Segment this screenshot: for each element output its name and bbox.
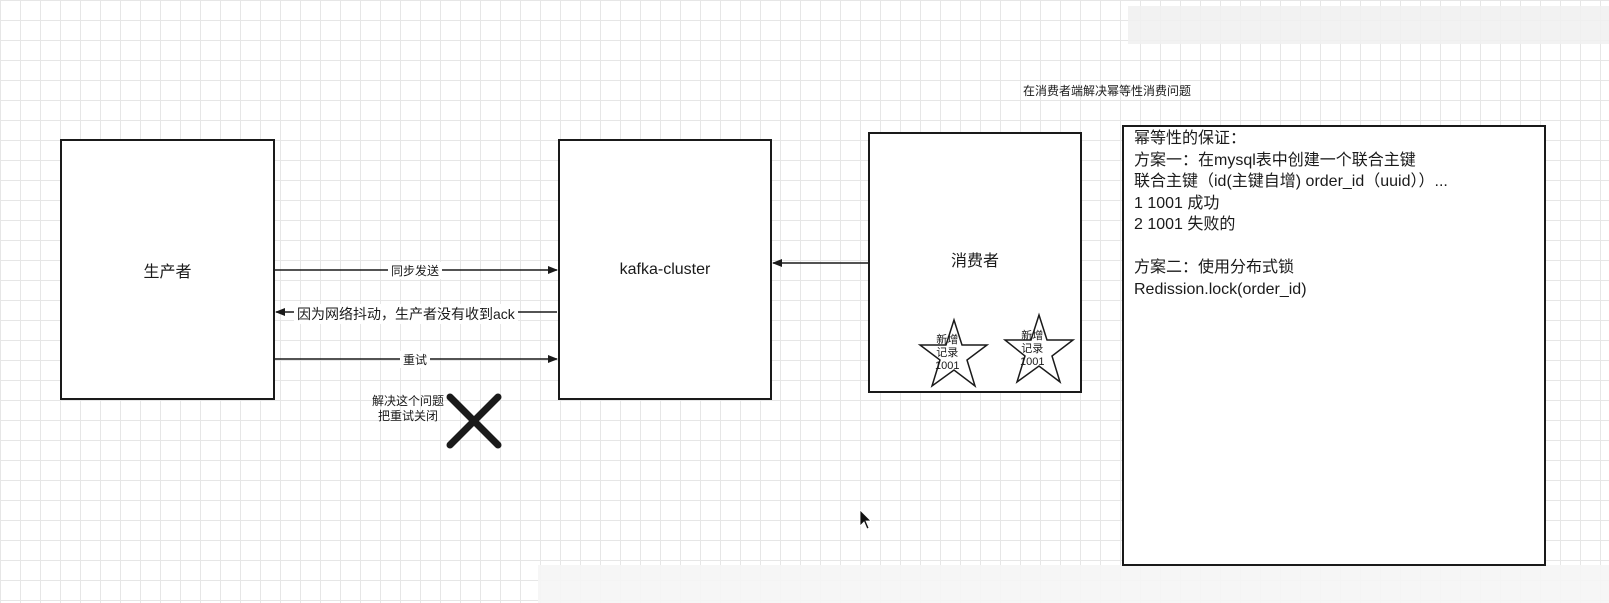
consumer-label: 消费者 — [950, 252, 999, 270]
star-label: 新增 记录 1001 — [1020, 330, 1044, 369]
star-label-line: 新增 — [1021, 330, 1044, 342]
star-label: 新增 记录 1001 — [935, 334, 959, 373]
note-line: Redission.lock(order_id) — [1134, 280, 1307, 298]
bottom-shaded-region — [538, 565, 1609, 603]
star-label-line: 记录 — [1021, 343, 1044, 355]
idempotency-note[interactable]: 幂等性的保证： 方案一：在mysql表中创建一个联合主键 联合主键（id(主键自… — [1122, 125, 1546, 566]
note-line: 方案二：使用分布式锁 — [1134, 259, 1295, 276]
close-icon — [446, 393, 502, 449]
kafka-cluster-label: kafka-cluster — [619, 260, 711, 278]
star-label-line: 1001 — [1020, 356, 1045, 368]
diagram-title: 在消费者端解决幂等性消费问题 — [1023, 84, 1192, 98]
top-shaded-region — [1128, 6, 1609, 44]
star-label-line: 1001 — [935, 360, 960, 372]
note-line: 幂等性的保证： — [1134, 130, 1247, 147]
star-icon — [1002, 312, 1076, 385]
star-icon — [917, 317, 990, 389]
sync-send-label: 同步发送 — [388, 262, 443, 279]
resolution-note: 解决这个问题 把重试关闭 — [372, 394, 444, 424]
network-jitter-label: 因为网络抖动，生产者没有收到ack — [294, 304, 518, 324]
star-label-line: 记录 — [936, 347, 959, 359]
note-line: 2 1001 失败的 — [1134, 216, 1236, 233]
star-label-line: 新增 — [936, 334, 959, 346]
note-line: 1 1001 成功 — [1134, 194, 1220, 212]
retry-label: 重试 — [400, 351, 431, 368]
resolution-note-line: 解决这个问题 — [372, 394, 445, 408]
producer-label: 生产者 — [143, 263, 192, 281]
kafka-cluster-node[interactable]: kafka-cluster — [558, 139, 772, 400]
resolution-note-line: 把重试关闭 — [378, 409, 439, 423]
note-line — [1134, 236, 1534, 258]
producer-node[interactable]: 生产者 — [60, 139, 275, 400]
note-line: 方案一：在mysql表中创建一个联合主键 — [1134, 151, 1416, 169]
note-line: 联合主键（id(主键自增) order_id（uuid））... — [1134, 173, 1448, 190]
